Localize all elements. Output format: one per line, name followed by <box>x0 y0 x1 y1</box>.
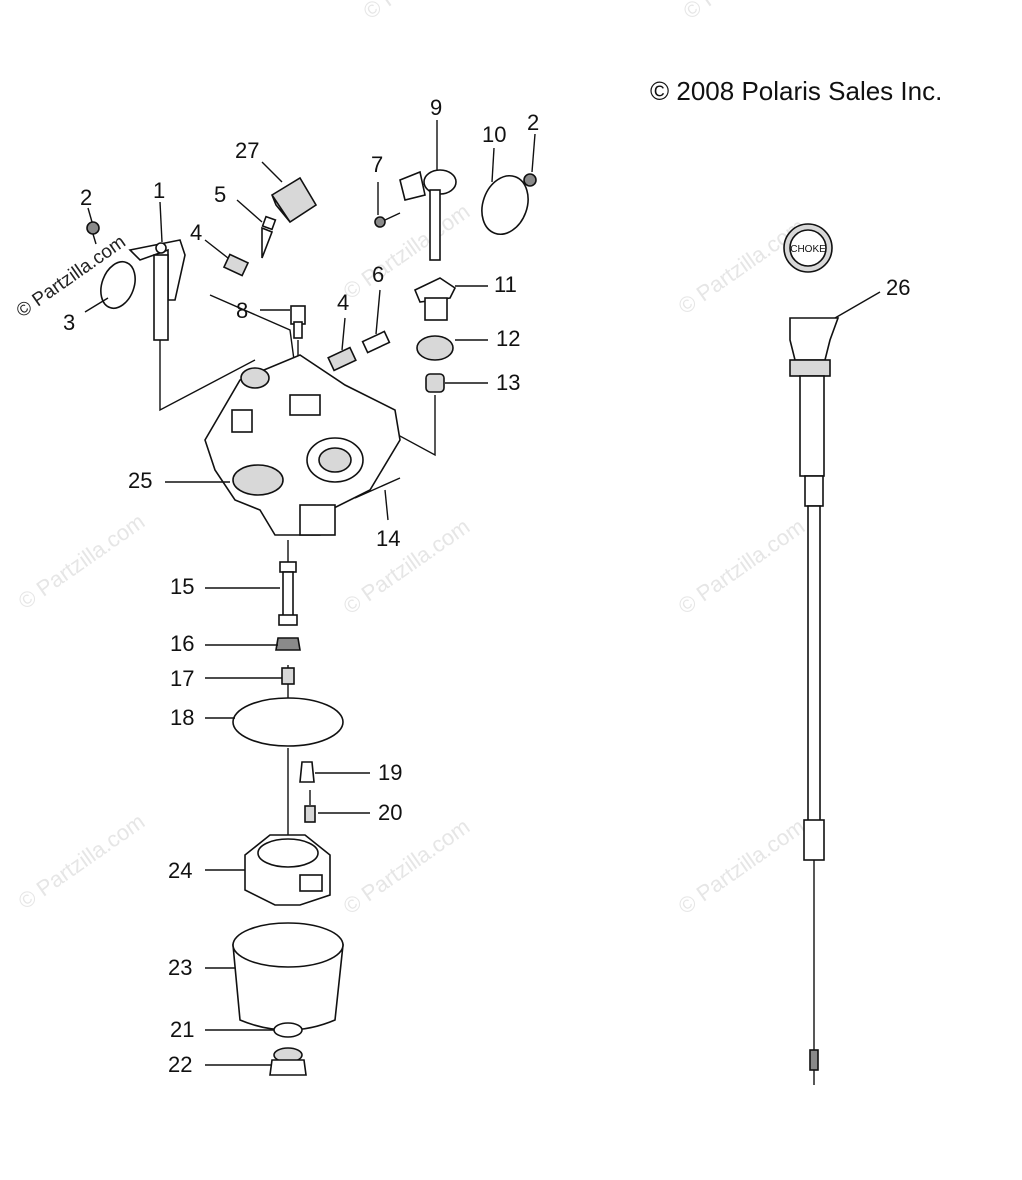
callout-7: 7 <box>371 152 383 177</box>
callout-5: 5 <box>214 182 226 207</box>
callout-19: 19 <box>378 760 402 785</box>
part-choke-shaft <box>399 169 457 261</box>
part-float <box>244 834 331 906</box>
callout-9: 9 <box>430 95 442 120</box>
part-choke-cable: CHOKE <box>783 223 840 1085</box>
part-carburetor-body <box>204 354 401 536</box>
part-screw-left <box>86 221 100 245</box>
watermark: © Partzilla.com <box>339 514 475 620</box>
callout-4-right: 4 <box>337 290 349 315</box>
copyright-notice: © 2008 Polaris Sales Inc. <box>650 76 943 106</box>
callout-11: 11 <box>494 272 517 297</box>
part-choke-spring <box>416 335 454 361</box>
part-throttle-plate <box>100 260 136 310</box>
callout-12: 12 <box>496 326 520 351</box>
watermark: © Partzilla.com <box>674 514 810 620</box>
part-nozzle <box>278 561 298 626</box>
part-choke-plate <box>481 175 529 235</box>
watermark: © Partzilla.com <box>359 0 495 24</box>
callout-20: 20 <box>378 800 402 825</box>
part-choke-lever <box>413 277 457 321</box>
callout-4-left: 4 <box>190 220 202 245</box>
watermark: © Partzilla.com <box>674 814 810 920</box>
part-screw-right <box>523 173 537 187</box>
callout-2-left: 2 <box>80 185 92 210</box>
callout-numbers: 1 2 2 3 4 4 5 6 7 8 9 10 11 12 13 14 15 … <box>63 95 910 1077</box>
part-cap <box>270 176 318 224</box>
part-pilot-screw <box>261 215 277 259</box>
part-needle-clip <box>304 805 316 823</box>
watermark: © Partzilla.com <box>674 214 810 320</box>
callout-17: 17 <box>170 666 194 691</box>
part-screw-7 <box>374 212 401 228</box>
callout-23: 23 <box>168 955 192 980</box>
callout-2-right: 2 <box>527 110 539 135</box>
callout-26: 26 <box>886 275 910 300</box>
watermark-layer: © Partzilla.com © Partzilla.com © Partzi… <box>13 0 814 919</box>
part-spring-left <box>222 253 250 277</box>
callout-27: 27 <box>235 138 259 163</box>
part-spring-right <box>327 346 357 372</box>
part-bowl-gasket <box>232 697 344 747</box>
callout-21: 21 <box>170 1017 194 1042</box>
part-drain-washer <box>273 1022 303 1038</box>
part-main-jet <box>275 637 301 651</box>
callout-15: 15 <box>170 574 194 599</box>
part-drain-plug <box>269 1047 307 1076</box>
part-idle-screw <box>361 330 391 354</box>
callout-13: 13 <box>496 370 520 395</box>
callout-1: 1 <box>153 178 165 203</box>
part-float-bowl <box>232 922 344 1031</box>
callout-8: 8 <box>236 298 248 323</box>
callout-10: 10 <box>482 122 506 147</box>
part-collar <box>425 373 445 393</box>
callout-3: 3 <box>63 310 75 335</box>
watermark: © Partzilla.com <box>679 0 815 24</box>
watermark: © Partzilla.com <box>339 814 475 920</box>
callout-24: 24 <box>168 858 192 883</box>
part-wire <box>354 477 401 499</box>
watermark: © Partzilla.com <box>14 509 150 615</box>
part-pilot-jet <box>290 305 306 339</box>
choke-label: CHOKE <box>790 244 826 255</box>
callout-16: 16 <box>170 631 194 656</box>
callout-14: 14 <box>376 526 400 551</box>
callout-18: 18 <box>170 705 194 730</box>
part-float-needle <box>299 761 315 783</box>
callout-leaders <box>84 120 881 1066</box>
part-throttle-shaft <box>128 239 186 341</box>
callout-22: 22 <box>168 1052 192 1077</box>
callout-25: 25 <box>128 468 152 493</box>
part-jet-holder <box>281 667 295 685</box>
watermark: © Partzilla.com <box>14 809 150 915</box>
callout-6: 6 <box>372 262 384 287</box>
